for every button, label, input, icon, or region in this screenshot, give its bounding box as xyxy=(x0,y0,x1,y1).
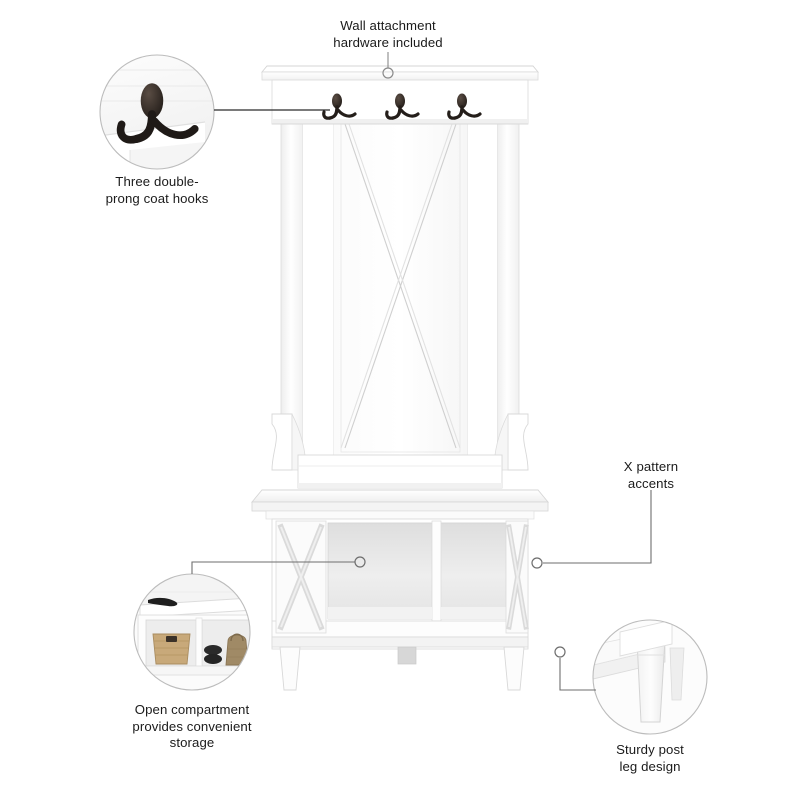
post-legs xyxy=(279,646,525,691)
open-compartment-right xyxy=(439,522,507,620)
coat-hook xyxy=(322,93,357,120)
leg-front-left xyxy=(279,646,301,691)
crown-molding xyxy=(261,65,539,125)
callout-label-coat-hooks: Three double- prong coat hooks xyxy=(105,174,209,206)
coat-hooks-group xyxy=(322,93,482,120)
basket-object xyxy=(152,633,191,665)
center-support-foot xyxy=(397,646,417,665)
storage-bench-body xyxy=(271,518,529,650)
shoes-object xyxy=(204,645,222,664)
callout-label-open-compartment: Open compartment provides convenient sto… xyxy=(132,702,252,750)
x-pattern-side-right xyxy=(505,520,529,634)
callout-label-wall-attachment: Wall attachment hardware included xyxy=(333,18,443,50)
x-pattern-side-left xyxy=(275,520,327,634)
coat-hook xyxy=(385,93,420,120)
x-pattern-back-panel xyxy=(340,123,461,449)
seat-back-rail xyxy=(271,413,529,489)
upper-frame xyxy=(280,107,520,469)
callout-label-post-leg: Sturdy post leg design xyxy=(616,742,684,774)
coat-hook xyxy=(447,93,482,120)
leg-front-right xyxy=(503,646,525,691)
callout-label-x-pattern: X pattern accents xyxy=(623,459,679,491)
scarf-object xyxy=(148,597,178,607)
